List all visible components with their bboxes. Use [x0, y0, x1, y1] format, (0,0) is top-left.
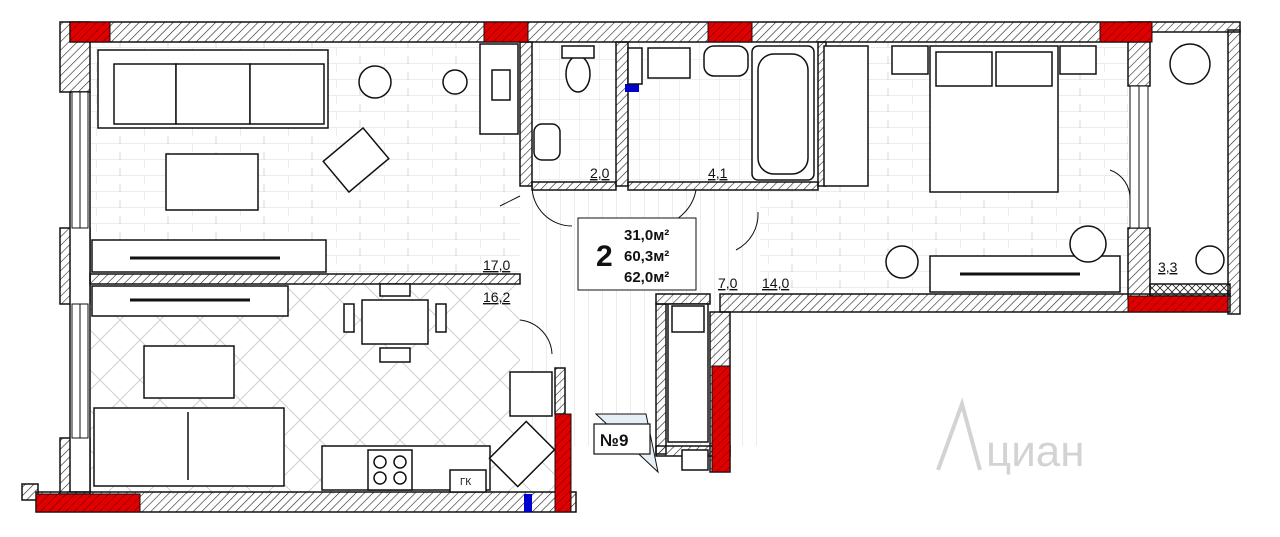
small-sink — [533, 123, 561, 161]
bath-sink — [703, 45, 749, 77]
balcony-furniture — [1169, 43, 1225, 275]
washing-machine — [647, 47, 691, 79]
kitchen-furniture — [91, 283, 556, 493]
room-count: 2 — [596, 240, 613, 273]
bedroom-wardrobe — [823, 45, 869, 187]
toilet-bowl — [565, 55, 591, 93]
area-living-room: 17,0 — [483, 257, 510, 273]
balcony-plant-icon — [1195, 245, 1225, 275]
coffee-table-2 — [143, 345, 235, 399]
nightstand-left — [891, 45, 929, 75]
watermark-text: циан — [986, 427, 1085, 476]
gas-boiler — [449, 469, 487, 493]
dining-table — [361, 299, 429, 345]
nightstand-right — [1059, 45, 1097, 75]
balcony-chair-icon — [1169, 43, 1211, 85]
area-bathroom: 4,1 — [708, 165, 728, 181]
living-room-furniture — [91, 43, 519, 273]
sink — [488, 420, 556, 488]
apartment-number: №9 — [600, 431, 628, 450]
windows — [71, 85, 1149, 439]
armchair — [322, 126, 390, 194]
chair-icon — [442, 69, 468, 95]
summary-box: 2 31,0м² 60,3м² 62,0м² — [577, 217, 697, 291]
fridge — [509, 371, 553, 417]
bathroom-fixtures — [627, 45, 815, 181]
bedroom-plant-icon — [885, 245, 919, 279]
desk — [479, 43, 519, 135]
hallway-wardrobe — [667, 303, 709, 471]
kitchen-sofa — [93, 407, 285, 487]
bedroom-chair-icon — [1069, 225, 1107, 263]
load-bearing-walls — [35, 21, 1229, 513]
area-balcony: 3,3 — [1158, 259, 1178, 275]
gas-boiler-label: ГК — [460, 477, 471, 488]
stove — [367, 449, 413, 491]
total-area-with-balcony: 62,0м² — [624, 269, 669, 286]
coffee-table — [165, 153, 259, 211]
bedroom-furniture — [823, 45, 1121, 293]
risers — [524, 84, 639, 512]
total-area: 60,3м² — [624, 248, 669, 265]
area-kitchen: 16,2 — [483, 289, 510, 305]
tv-stand — [91, 239, 327, 273]
toilet-fixtures — [533, 45, 595, 161]
living-area: 31,0м² — [624, 227, 669, 244]
watermark: циан — [936, 397, 1085, 476]
plant-icon — [358, 65, 392, 99]
area-hallway: 7,0 — [718, 275, 738, 291]
area-bedroom: 14,0 — [762, 275, 789, 291]
area-toilet: 2,0 — [590, 165, 610, 181]
